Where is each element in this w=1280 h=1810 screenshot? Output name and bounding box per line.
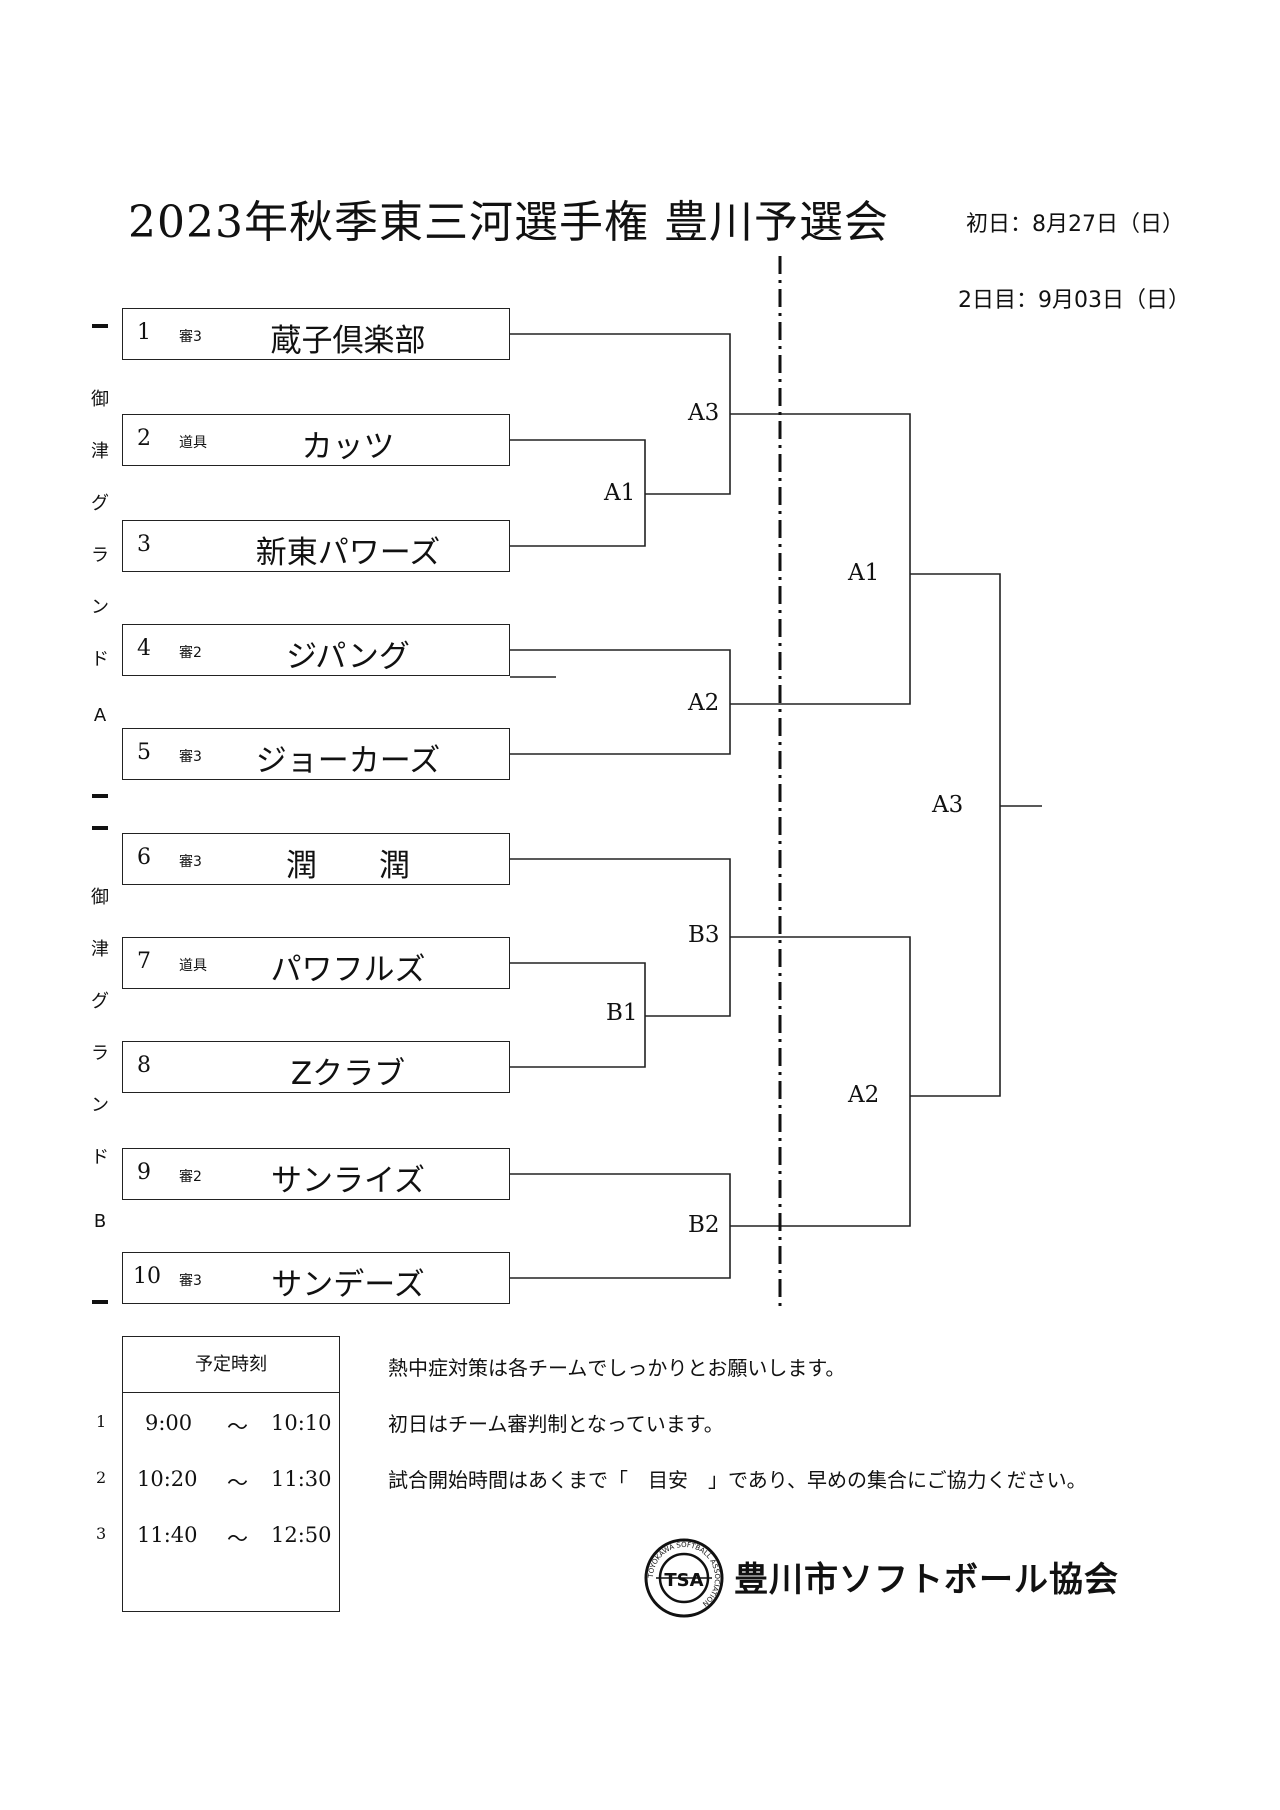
team-name: ジパング bbox=[286, 639, 410, 675]
team-duty: 審3 bbox=[179, 329, 202, 345]
match-label-b3: B3 bbox=[688, 922, 720, 948]
team-duty: 審3 bbox=[179, 749, 202, 765]
start-time: 9:00 bbox=[145, 1411, 193, 1435]
venue-char: B bbox=[93, 1211, 107, 1232]
venue-char: ラ bbox=[91, 545, 109, 566]
start-time: 10:20 bbox=[137, 1467, 198, 1491]
venue-char: グ bbox=[91, 991, 109, 1012]
bracket-day2-a1 bbox=[730, 413, 911, 705]
team-box: 6 審3 潤 潤 bbox=[122, 833, 510, 885]
group-b-top-mark bbox=[92, 826, 108, 836]
team-number: 4 bbox=[137, 636, 151, 661]
venue-char: ン bbox=[91, 1095, 109, 1116]
team-box: 4 審2 ジパング bbox=[122, 624, 510, 676]
schedule-row: 10:20 ～ 11:30 bbox=[123, 1467, 341, 1497]
team-number: 3 bbox=[137, 532, 151, 557]
end-time: 12:50 bbox=[271, 1523, 332, 1547]
match-label-final: A3 bbox=[932, 792, 964, 818]
bracket-b1 bbox=[510, 962, 646, 1068]
bracket-final bbox=[910, 573, 1001, 1097]
start-time: 11:40 bbox=[137, 1523, 198, 1547]
team-box: 8 Zクラブ bbox=[122, 1041, 510, 1093]
match-label-b1: B1 bbox=[606, 1000, 638, 1026]
team-number: 7 bbox=[137, 949, 151, 974]
schedule-header: 予定時刻 bbox=[123, 1337, 339, 1393]
team-box: 3 新東パワーズ bbox=[122, 520, 510, 572]
schedule-row: 9:00 ～ 10:10 bbox=[123, 1411, 341, 1441]
team-name: サンライズ bbox=[270, 1163, 426, 1199]
team-number: 9 bbox=[137, 1160, 151, 1185]
group-a-bottom-mark bbox=[92, 794, 108, 804]
team-name: カッツ bbox=[301, 429, 395, 465]
venue-char: ド bbox=[91, 649, 109, 670]
bracket-day2-a2 bbox=[730, 936, 911, 1227]
page-title: 2023年秋季東三河選手権 豊川予選会 bbox=[128, 197, 889, 248]
day2-date: 2日目：9月03日（日） bbox=[958, 288, 1190, 313]
team-box: 2 道具 カッツ bbox=[122, 414, 510, 466]
group-a-top-mark bbox=[92, 324, 108, 334]
team-name: 新東パワーズ bbox=[255, 535, 441, 571]
team-number: 5 bbox=[137, 740, 151, 765]
logo-badge-text: TSA bbox=[664, 1570, 703, 1591]
tilde: ～ bbox=[227, 1527, 248, 1551]
group-b-bottom-mark bbox=[92, 1300, 108, 1310]
schedule-row-index: 3 bbox=[96, 1524, 107, 1543]
team-duty: 審2 bbox=[179, 645, 202, 661]
team-name: 潤 潤 bbox=[286, 848, 410, 884]
match-label-b2: B2 bbox=[688, 1212, 720, 1238]
team-name: ジョーカーズ bbox=[255, 743, 441, 779]
schedule-row-index: 1 bbox=[96, 1412, 107, 1431]
venue-char: 御 bbox=[91, 887, 109, 908]
team-name: パワフルズ bbox=[270, 952, 426, 988]
venue-char: 御 bbox=[91, 389, 109, 410]
bracket-a1 bbox=[510, 439, 646, 547]
team-number: 2 bbox=[137, 426, 151, 451]
team-box: 9 審2 サンライズ bbox=[122, 1148, 510, 1200]
day1-date: 初日：8月27日（日） bbox=[966, 212, 1184, 237]
team-duty: 道具 bbox=[179, 435, 207, 451]
note-start-time: 試合開始時間はあくまで「 目安 」であり、早めの集合にご協力ください。 bbox=[388, 1468, 1087, 1492]
match-label-day2-a1: A1 bbox=[848, 560, 880, 586]
team-name: Zクラブ bbox=[290, 1056, 406, 1092]
venue-char: A bbox=[93, 705, 107, 726]
schedule-table: 予定時刻 9:00 ～ 10:10 10:20 ～ 11:30 11:40 ～ … bbox=[122, 1336, 340, 1612]
organization-name: 豊川市ソフトボール協会 bbox=[734, 1560, 1119, 1600]
venue-char: ン bbox=[91, 597, 109, 618]
schedule-row-index: 2 bbox=[96, 1468, 107, 1487]
note-referee: 初日はチーム審判制となっています。 bbox=[388, 1412, 724, 1436]
tsa-logo-icon: TSA TOYOKAWA SOFTBALL ASSOCIATION bbox=[644, 1538, 724, 1618]
match-label-a3: A3 bbox=[688, 400, 720, 426]
team-duty: 審3 bbox=[179, 854, 202, 870]
end-time: 10:10 bbox=[271, 1411, 332, 1435]
team-number: 8 bbox=[137, 1053, 151, 1078]
venue-char: グ bbox=[91, 493, 109, 514]
venue-char: ラ bbox=[91, 1043, 109, 1064]
venue-char: ド bbox=[91, 1147, 109, 1168]
team-duty: 道具 bbox=[179, 958, 207, 974]
tilde: ～ bbox=[227, 1471, 248, 1495]
end-time: 11:30 bbox=[271, 1467, 332, 1491]
venue-char: 津 bbox=[91, 441, 109, 462]
team-duty: 審2 bbox=[179, 1169, 202, 1185]
schedule-row: 11:40 ～ 12:50 bbox=[123, 1523, 341, 1553]
tilde: ～ bbox=[227, 1415, 248, 1439]
match-label-a1: A1 bbox=[604, 480, 636, 506]
team-box: 5 審3 ジョーカーズ bbox=[122, 728, 510, 780]
team-number: 10 bbox=[133, 1264, 161, 1289]
team-name: 蔵子倶楽部 bbox=[270, 323, 426, 359]
note-heatstroke: 熱中症対策は各チームでしっかりとお願いします。 bbox=[388, 1356, 846, 1380]
team-number: 6 bbox=[137, 845, 151, 870]
venue-char: 津 bbox=[91, 939, 109, 960]
team-box: 1 審3 蔵子倶楽部 bbox=[122, 308, 510, 360]
bracket-a2 bbox=[510, 649, 731, 755]
team-box: 7 道具 パワフルズ bbox=[122, 937, 510, 989]
team-box: 10 審3 サンデーズ bbox=[122, 1252, 510, 1304]
match-label-day2-a2: A2 bbox=[848, 1082, 880, 1108]
team-name: サンデーズ bbox=[271, 1267, 425, 1303]
team-duty: 審3 bbox=[179, 1273, 202, 1289]
match-label-a2: A2 bbox=[688, 690, 720, 716]
team-number: 1 bbox=[137, 320, 151, 345]
